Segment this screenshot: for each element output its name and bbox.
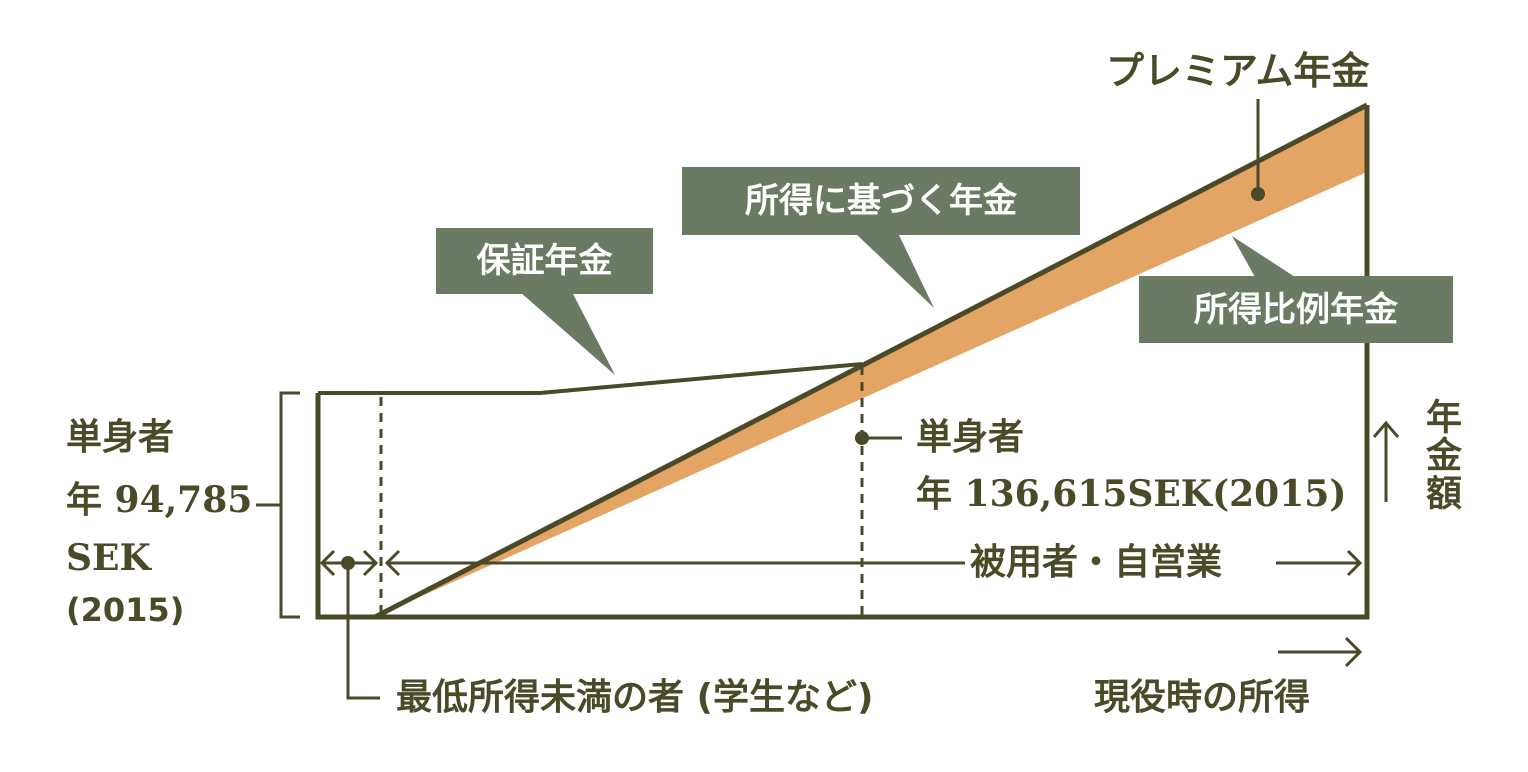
arrow-right-icon	[1344, 636, 1363, 668]
income-based-pension-line	[373, 102, 1369, 620]
guarantee-pension-label: 保証年金	[476, 241, 613, 281]
income-proportional-pension-label: 所得比例年金	[1194, 289, 1398, 330]
income-proportional-callout-tail	[1232, 236, 1295, 277]
left-amount-label: 年 94,785	[66, 479, 253, 521]
income-proportional-pension-callout: 所得比例年金	[1139, 276, 1453, 343]
income-based-pension-label: 所得に基づく年金	[745, 181, 1017, 221]
left-currency-label: SEK	[66, 537, 151, 579]
income-based-callout-tail	[855, 233, 934, 308]
income-based-pension-callout: 所得に基づく年金	[682, 167, 1080, 235]
arrow-right-icon	[1346, 549, 1363, 577]
y-axis-label: 年金額	[1420, 398, 1461, 512]
employees-label: 被用者・自営業	[970, 542, 1223, 583]
left-year-label: (2015)	[66, 591, 185, 629]
guarantee-pension-callout: 保証年金	[436, 228, 653, 294]
premium-pension-label: プレミアム年金	[1106, 49, 1370, 93]
main-frame	[315, 105, 1370, 620]
arrow-left-icon	[384, 549, 401, 577]
mid-amount-label: 年 136,615SEK(2015)	[916, 473, 1347, 515]
x-axis-label: 現役時の所得	[1094, 677, 1311, 718]
arrow-left-icon	[319, 549, 336, 577]
mid-single-label: 単身者	[916, 417, 1025, 458]
below-min-income-label: 最低所得未満の者 (学生など)	[396, 677, 874, 718]
left-bracket	[279, 391, 300, 619]
guarantee-callout-tail	[520, 292, 615, 375]
arrow-right-icon	[362, 549, 379, 577]
below-min-leader	[346, 563, 380, 700]
guarantee-pension-line	[318, 362, 863, 395]
left-single-label: 単身者	[66, 417, 175, 458]
arrow-up-icon	[1372, 420, 1400, 438]
premium-dot	[1251, 187, 1265, 201]
